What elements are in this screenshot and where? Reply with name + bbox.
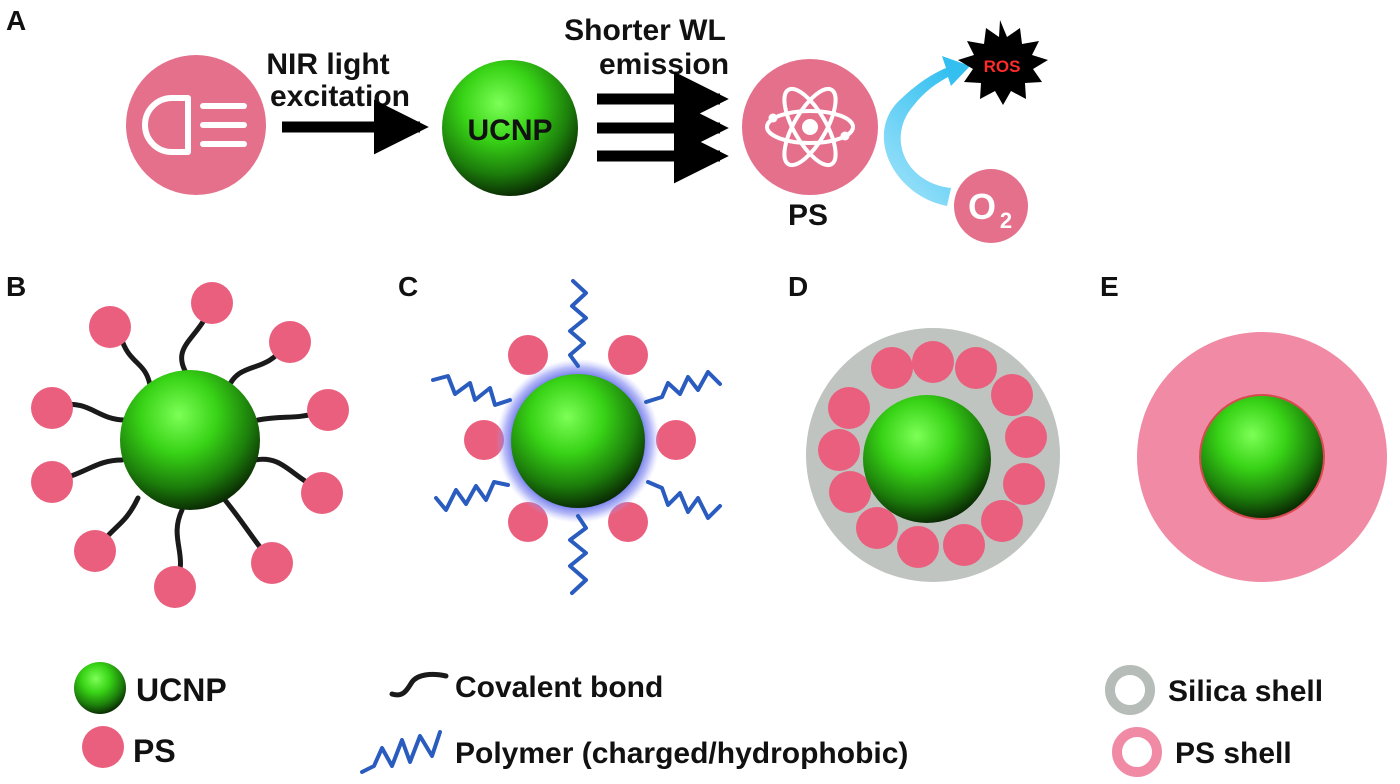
legend-ucnp-label: UCNP bbox=[136, 672, 227, 708]
legend-silica-label: Silica shell bbox=[1168, 675, 1323, 708]
polymer-chains bbox=[431, 279, 722, 595]
ros-label: ROS bbox=[984, 57, 1021, 76]
ucnp-label: UCNP bbox=[467, 114, 552, 147]
ucnp-polymer-ps-structure bbox=[431, 279, 722, 595]
legend-ps-shell-label: PS shell bbox=[1175, 737, 1292, 770]
oxygen-bubble: O 2 bbox=[954, 169, 1028, 243]
atom-icon bbox=[765, 86, 855, 168]
ucnp-ps-shell-structure bbox=[1137, 332, 1387, 582]
ucnp-silica-ps-structure bbox=[806, 328, 1060, 582]
emission-arrows bbox=[597, 71, 729, 184]
legend-polymer: Polymer (charged/hydrophobic) bbox=[360, 730, 908, 774]
ucnp-core bbox=[1201, 396, 1323, 518]
legend-covalent: Covalent bond bbox=[389, 671, 663, 704]
panel-label-d: D bbox=[788, 271, 808, 302]
legend-ps-shell: PS shell bbox=[1112, 727, 1292, 777]
ucnp-core bbox=[120, 370, 260, 510]
nir-light-source bbox=[126, 55, 266, 195]
panel-label-e: E bbox=[1100, 271, 1119, 302]
legend: UCNP PS Covalent bond Polymer (charged/h… bbox=[74, 662, 1323, 777]
photosensitizer bbox=[742, 59, 878, 195]
ucnp-particle-a: UCNP bbox=[442, 60, 578, 196]
o2-subscript: 2 bbox=[1000, 208, 1012, 233]
o2-symbol: O bbox=[968, 186, 996, 227]
ps-molecules bbox=[818, 341, 1047, 568]
legend-polymer-swatch bbox=[360, 730, 442, 774]
emission-label-line1: Shorter WL bbox=[564, 14, 726, 47]
ucnp-covalent-ps-structure bbox=[31, 282, 349, 608]
legend-polymer-label: Polymer (charged/hydrophobic) bbox=[455, 737, 908, 770]
legend-ucnp: UCNP bbox=[74, 662, 227, 714]
legend-covalent-label: Covalent bond bbox=[455, 671, 663, 704]
legend-ps: PS bbox=[82, 726, 176, 769]
ros-burst: ROS bbox=[958, 20, 1048, 105]
panel-label-a: A bbox=[6, 5, 26, 36]
ps-molecules bbox=[31, 282, 349, 608]
legend-silica-swatch bbox=[1105, 665, 1155, 715]
ucnp-core bbox=[511, 374, 645, 508]
panel-label-b: B bbox=[6, 271, 26, 302]
legend-ps-label: PS bbox=[133, 733, 176, 769]
legend-ps-swatch bbox=[82, 726, 124, 768]
excitation-label-line2: excitation bbox=[270, 80, 410, 113]
conversion-arrow bbox=[883, 56, 970, 206]
excitation-label-line1: NIR light bbox=[266, 48, 389, 81]
headlight-icon bbox=[142, 95, 247, 155]
emission-label-line2: emission bbox=[599, 48, 729, 81]
legend-covalent-swatch bbox=[389, 671, 449, 698]
ps-label: PS bbox=[788, 199, 828, 232]
ucnp-core bbox=[863, 395, 991, 523]
legend-ps-shell-swatch bbox=[1112, 727, 1162, 777]
panel-label-c: C bbox=[398, 271, 418, 302]
legend-silica: Silica shell bbox=[1105, 665, 1323, 715]
legend-ucnp-swatch bbox=[74, 662, 126, 714]
